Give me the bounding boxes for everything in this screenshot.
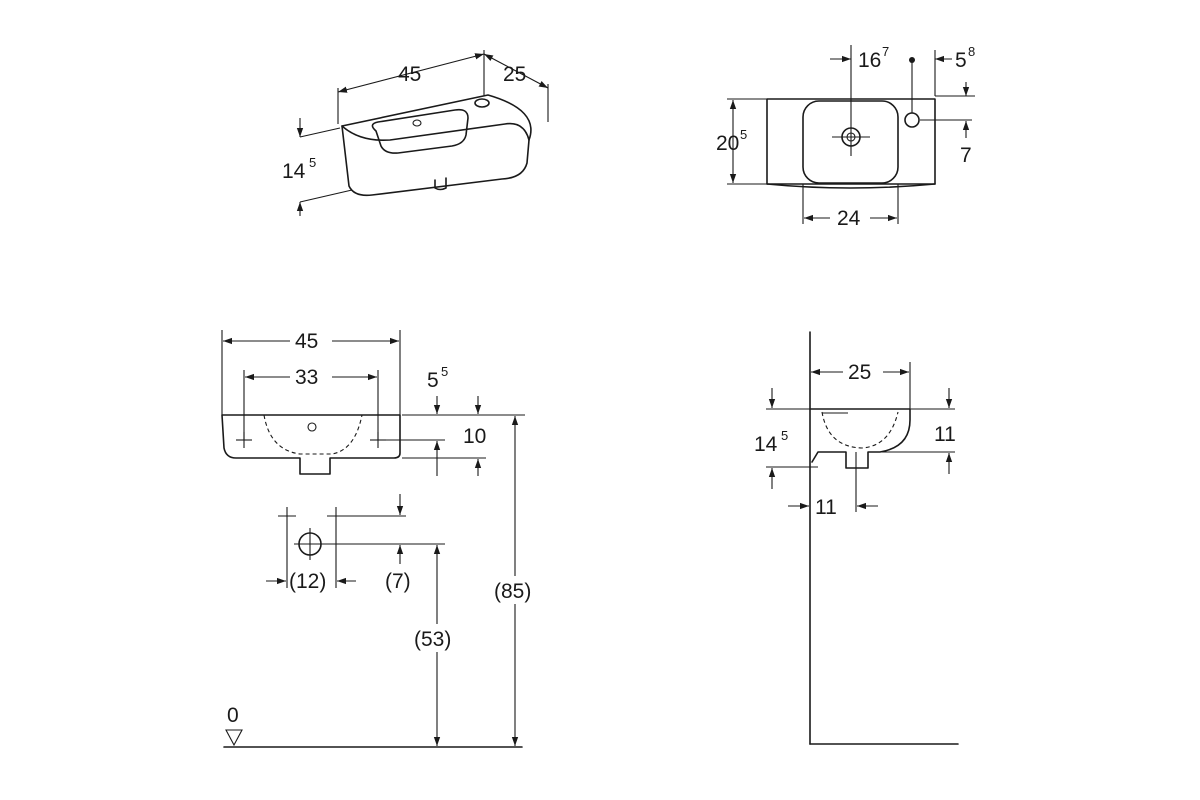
edge-offset-label: 5: [955, 49, 967, 72]
dim-fixing-spacing: 33: [243, 363, 379, 440]
dim-top-depth: 20 5: [716, 98, 767, 185]
wall-section: [809, 331, 959, 745]
top-depth-label: 20: [716, 132, 739, 155]
dim-fixing-top: 5 5: [402, 364, 525, 416]
dim-tap-depth: 7: [960, 82, 972, 167]
fixing-top-sup: 5: [441, 364, 448, 379]
fixing-top-label: 5: [427, 369, 439, 392]
total-height-label: (85): [494, 580, 531, 603]
basin-side-outline: [809, 408, 911, 512]
dim-side-height-right: 11: [868, 388, 956, 474]
drain-height-label: (53): [414, 628, 451, 651]
side-height-left-sup: 5: [781, 428, 788, 443]
front-width-label: 45: [295, 330, 318, 353]
fixing-spacing-label: 33: [295, 366, 318, 389]
dim-side-depth: 25: [811, 358, 911, 409]
dim-side-height-left: 14 5: [754, 388, 818, 489]
dim-total-height: (85): [492, 416, 542, 746]
front-view: 45 33 5 5 10: [221, 327, 542, 748]
dim-bowl-width: 24: [802, 184, 899, 230]
dim-width-label: 45: [398, 63, 421, 86]
basin-iso-outline: [341, 94, 532, 197]
edge-offset-sup: 8: [968, 44, 975, 59]
top-view: 16 7 5 8 20 5 7 24: [716, 44, 975, 230]
dim-pipe-spacing: (12): [266, 525, 356, 593]
tap-depth-label: 7: [960, 144, 972, 167]
side-height-left-label: 14: [754, 433, 778, 456]
dim-height-sup: 5: [309, 155, 316, 170]
dim-tap-offset: 16 7: [830, 44, 889, 98]
basin-top-outline: [766, 57, 975, 189]
floor-level-label: 0: [227, 704, 239, 727]
side-height-right-label: 11: [934, 423, 956, 446]
dim-edge-offset: 5 8: [934, 44, 975, 96]
dim-depth-label: 25: [503, 63, 526, 86]
dim-front-width: 45: [221, 327, 401, 415]
dim-depth-iso: 25: [483, 53, 549, 122]
top-depth-sup: 5: [740, 127, 747, 142]
bowl-width-label: 24: [837, 207, 861, 230]
pipe-connection: [278, 507, 445, 560]
dim-height-label: 14: [282, 160, 306, 183]
dim-drain-offset: 11: [788, 496, 878, 519]
dim-width-iso: 45: [337, 50, 485, 124]
floor-line: 0: [223, 704, 523, 748]
side-view: 25 14 5 11 11: [754, 331, 959, 745]
dim-pipe-offset: (7): [385, 494, 411, 593]
dim-front-height: 10: [386, 425, 486, 476]
dim-drain-height: (53): [412, 545, 462, 746]
tap-offset-label: 16: [858, 49, 881, 72]
isometric-view: 45 25 14 5: [282, 50, 549, 216]
pipe-spacing-label: (12): [289, 570, 326, 593]
basin-front-outline: [221, 414, 401, 475]
front-height-label: 10: [463, 425, 486, 448]
side-depth-label: 25: [848, 361, 871, 384]
drain-offset-label: 11: [815, 496, 837, 519]
pipe-offset-label: (7): [385, 570, 411, 593]
dim-height-iso: 14 5: [282, 118, 353, 216]
tap-offset-sup: 7: [882, 44, 889, 59]
